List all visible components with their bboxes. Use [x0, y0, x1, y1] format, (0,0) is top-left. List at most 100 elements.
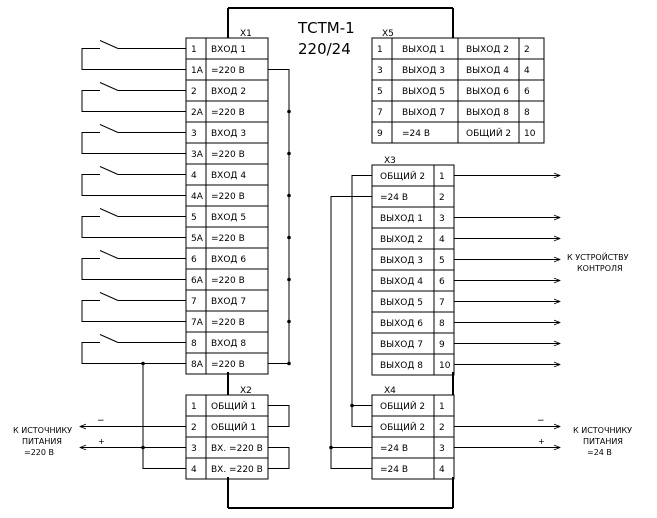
x5-pin-label: ВЫХОД 2 — [466, 45, 509, 55]
right-source-label-2: ПИТАНИЯ — [583, 437, 623, 446]
x2-label: X2 — [240, 386, 252, 396]
x3-pin-label: ВЫХОД 6 — [380, 319, 423, 329]
x1-pin-label: =220 В — [211, 234, 245, 244]
x3-pin-label: ВЫХОД 2 — [380, 235, 423, 245]
switch-contact — [99, 82, 119, 91]
minus-sign-left: − — [97, 416, 105, 426]
x3-pin-label: ВЫХОД 4 — [380, 277, 423, 287]
x3-pin-number: 2 — [439, 193, 445, 203]
minus-sign-right: − — [537, 416, 545, 426]
x5-pin-label: ВЫХОД 3 — [402, 66, 445, 76]
x1-pin-label: =220 В — [211, 150, 245, 160]
x1-pin-number: 1 — [191, 45, 197, 55]
x1-pin-number: 5 — [191, 213, 197, 223]
x1-pin-number: 6A — [191, 276, 204, 286]
x3-pin-number: 1 — [439, 172, 445, 182]
x4-pin-number: 4 — [439, 465, 445, 475]
x3-label: X3 — [384, 156, 396, 166]
x3-pin-number: 10 — [439, 361, 451, 371]
x2-jumper-3-4 — [268, 447, 290, 469]
x5-pin-number: 1 — [377, 45, 383, 55]
x1-pin-number: 2 — [191, 87, 197, 97]
x4-pin-label: ОБЩИЙ 2 — [380, 421, 425, 433]
switch-contact — [99, 166, 119, 175]
x2-jumper-1-2 — [268, 405, 290, 427]
switch-contact — [99, 124, 119, 133]
x5-pin-label: ОБЩИЙ 2 — [466, 127, 511, 139]
x1-pin-number: 8A — [191, 360, 204, 370]
x3-pin-number: 4 — [439, 235, 445, 245]
switch-contact — [99, 292, 119, 301]
x1-pin-label: =220 В — [211, 108, 245, 118]
switch-contact — [99, 40, 119, 49]
x1-pin-label: ВХОД 4 — [211, 171, 246, 181]
x5-pin-number: 7 — [377, 108, 383, 118]
x1-pin-label: =220 В — [211, 276, 245, 286]
x1-pin-label: ВХОД 1 — [211, 45, 246, 55]
x3-pin-label: ОБЩИЙ 2 — [380, 170, 425, 182]
x3-pin-label: =24 В — [380, 193, 408, 203]
x5-pin-number: 5 — [377, 87, 383, 97]
x5-pin-number: 10 — [524, 129, 536, 139]
x5-pin-label: ВЫХОД 5 — [402, 87, 445, 97]
x1-pin-label: =220 В — [211, 192, 245, 202]
x4-pin-label: =24 В — [380, 465, 408, 475]
x3-pin-label: ВЫХОД 7 — [380, 340, 423, 350]
x5-pin-number: 3 — [377, 66, 383, 76]
x1-pin-label: ВХОД 7 — [211, 297, 246, 307]
x5-pin-number: 6 — [524, 87, 530, 97]
x1-pin-label: ВХОД 6 — [211, 255, 246, 265]
x3-pin-number: 3 — [439, 214, 445, 224]
x3-pin-number: 5 — [439, 256, 445, 266]
x5-pin-number: 8 — [524, 108, 530, 118]
x1-label: X1 — [240, 29, 252, 39]
x4-pin-number: 2 — [439, 423, 445, 433]
x2-pin4-loop — [142, 447, 186, 469]
x1-common-bus — [268, 69, 290, 364]
x5-pin-label: ВЫХОД 1 — [402, 45, 445, 55]
x5-pin-number: 9 — [377, 129, 383, 139]
input-loop-wire — [81, 300, 186, 322]
x5-label: X5 — [382, 29, 394, 39]
x1-pin-number: 8 — [191, 339, 197, 349]
switch-contact — [99, 208, 119, 217]
x5-pin-label: ВЫХОД 8 — [466, 108, 509, 118]
x1-pin-label: ВХОД 8 — [211, 339, 246, 349]
x2-pin-label: ОБЩИЙ 1 — [211, 400, 256, 412]
right-source-label-3: =24 В — [587, 448, 612, 457]
input-loop-wire — [81, 342, 186, 364]
x2-pin-label: ВХ. =220 В — [211, 465, 263, 475]
control-label-2: КОНТРОЛЯ — [577, 264, 623, 273]
left-source-label-1: К ИСТОЧНИКУ — [13, 426, 72, 435]
x1-pin-number: 7 — [191, 297, 197, 307]
x1-pin-label: ВХОД 5 — [211, 213, 246, 223]
x4-pin-label: ОБЩИЙ 2 — [380, 400, 425, 412]
x3-pin-number: 8 — [439, 319, 445, 329]
device-subtitle: 220/24 — [298, 40, 351, 58]
input-loop-wire — [81, 132, 186, 154]
x5-pin-label: ВЫХОД 4 — [466, 66, 509, 76]
x1-pin-label: =220 В — [211, 318, 245, 328]
control-label-1: К УСТРОЙСТВУ — [567, 251, 629, 262]
plus-sign-right: + — [538, 437, 545, 446]
left-source-label-3: =220 В — [24, 448, 54, 457]
input-loop-wire — [81, 216, 186, 238]
x1-pin-number: 4 — [191, 171, 197, 181]
x4-label: X4 — [384, 386, 396, 396]
x2-pin-number: 2 — [191, 423, 197, 433]
x2-pin-label: ОБЩИЙ 1 — [211, 421, 256, 433]
x1-pin-number: 2A — [191, 108, 204, 118]
x3-pin-number: 9 — [439, 340, 445, 350]
x5-pin-number: 4 — [524, 66, 530, 76]
input-loop-wire — [81, 174, 186, 196]
x3-24v-to-x4-wire — [330, 196, 372, 469]
input-loop-wire — [81, 48, 186, 70]
x1-pin-number: 3A — [191, 150, 204, 160]
x5-pin-label: =24 В — [402, 129, 430, 139]
x1-pin-label: ВХОД 2 — [211, 87, 246, 97]
device-title: ТСТМ-1 — [297, 19, 355, 37]
x4-pin-number: 3 — [439, 444, 445, 454]
